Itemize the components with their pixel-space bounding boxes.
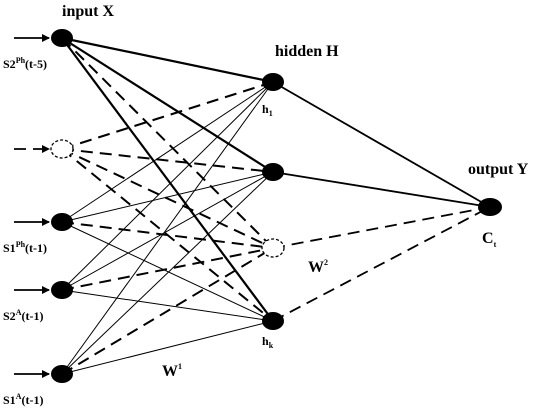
output-layer-title: output Y (468, 161, 529, 178)
weight-label-w2: W2 (308, 258, 328, 276)
edge-input-3-hidden-1 (61, 171, 274, 291)
edge-input-0-hidden-0 (61, 36, 274, 84)
input-node-s2-ph-t5 (51, 29, 73, 47)
edge-input-2-hidden-1 (61, 171, 274, 223)
edge-input-4-hidden-0 (61, 81, 274, 375)
edge-input-1-hidden-1 (61, 148, 274, 173)
edge-input-4-hidden-1 (61, 171, 274, 375)
edge-hidden-3-output (272, 206, 491, 322)
hidden-layer-title: hidden H (275, 43, 339, 60)
edge-input-3-hidden-2 (61, 247, 274, 291)
edge-hidden-0-output (272, 81, 491, 208)
input-layer-title: input X (62, 3, 114, 20)
edge-input-2-hidden-3 (61, 221, 274, 322)
hidden-label-h1: h1 (262, 102, 273, 118)
edge-input-2-hidden-2 (61, 221, 274, 249)
weight-label-w1: W1 (162, 362, 182, 380)
hidden-node-2 (262, 163, 284, 181)
hidden-node-dashed (261, 238, 285, 258)
edge-hidden-1-output (272, 171, 491, 208)
hidden-label-hk: hk (262, 334, 274, 350)
hidden-node-hk (262, 312, 284, 330)
input-label-s1-ph: S1Ph(t-1) (3, 240, 47, 255)
edge-input-3-hidden-3 (61, 289, 274, 322)
edge-input-3-hidden-0 (61, 81, 274, 291)
edge-input-2-hidden-0 (61, 81, 274, 223)
edge-input-1-hidden-0 (61, 81, 274, 150)
edge-input-0-hidden-3 (61, 37, 274, 322)
input-label-s1-a: S1A(t-1) (3, 392, 43, 407)
input-node-s1-ph-t1 (51, 213, 73, 231)
connections (14, 34, 491, 378)
input-node-s1-a-t1 (51, 365, 73, 383)
edge-input-1-hidden-2 (61, 148, 274, 249)
hidden-node-h1 (262, 73, 284, 91)
output-label-ct: Ct (482, 230, 497, 249)
edge-input-4-hidden-3 (61, 320, 274, 375)
output-node-ct (478, 198, 502, 216)
edge-input-4-hidden-2 (61, 247, 274, 375)
input-node-s2-a-t1 (51, 281, 73, 299)
nodes (50, 29, 502, 383)
edge-input-0-hidden-1 (61, 37, 274, 173)
edge-input-0-hidden-2 (61, 37, 274, 249)
input-label-s2-ph: S2Ph(t-5) (3, 56, 47, 71)
input-node-dashed (50, 139, 74, 159)
input-label-s2-a: S2A(t-1) (3, 308, 43, 323)
edge-hidden-2-output (272, 206, 491, 249)
